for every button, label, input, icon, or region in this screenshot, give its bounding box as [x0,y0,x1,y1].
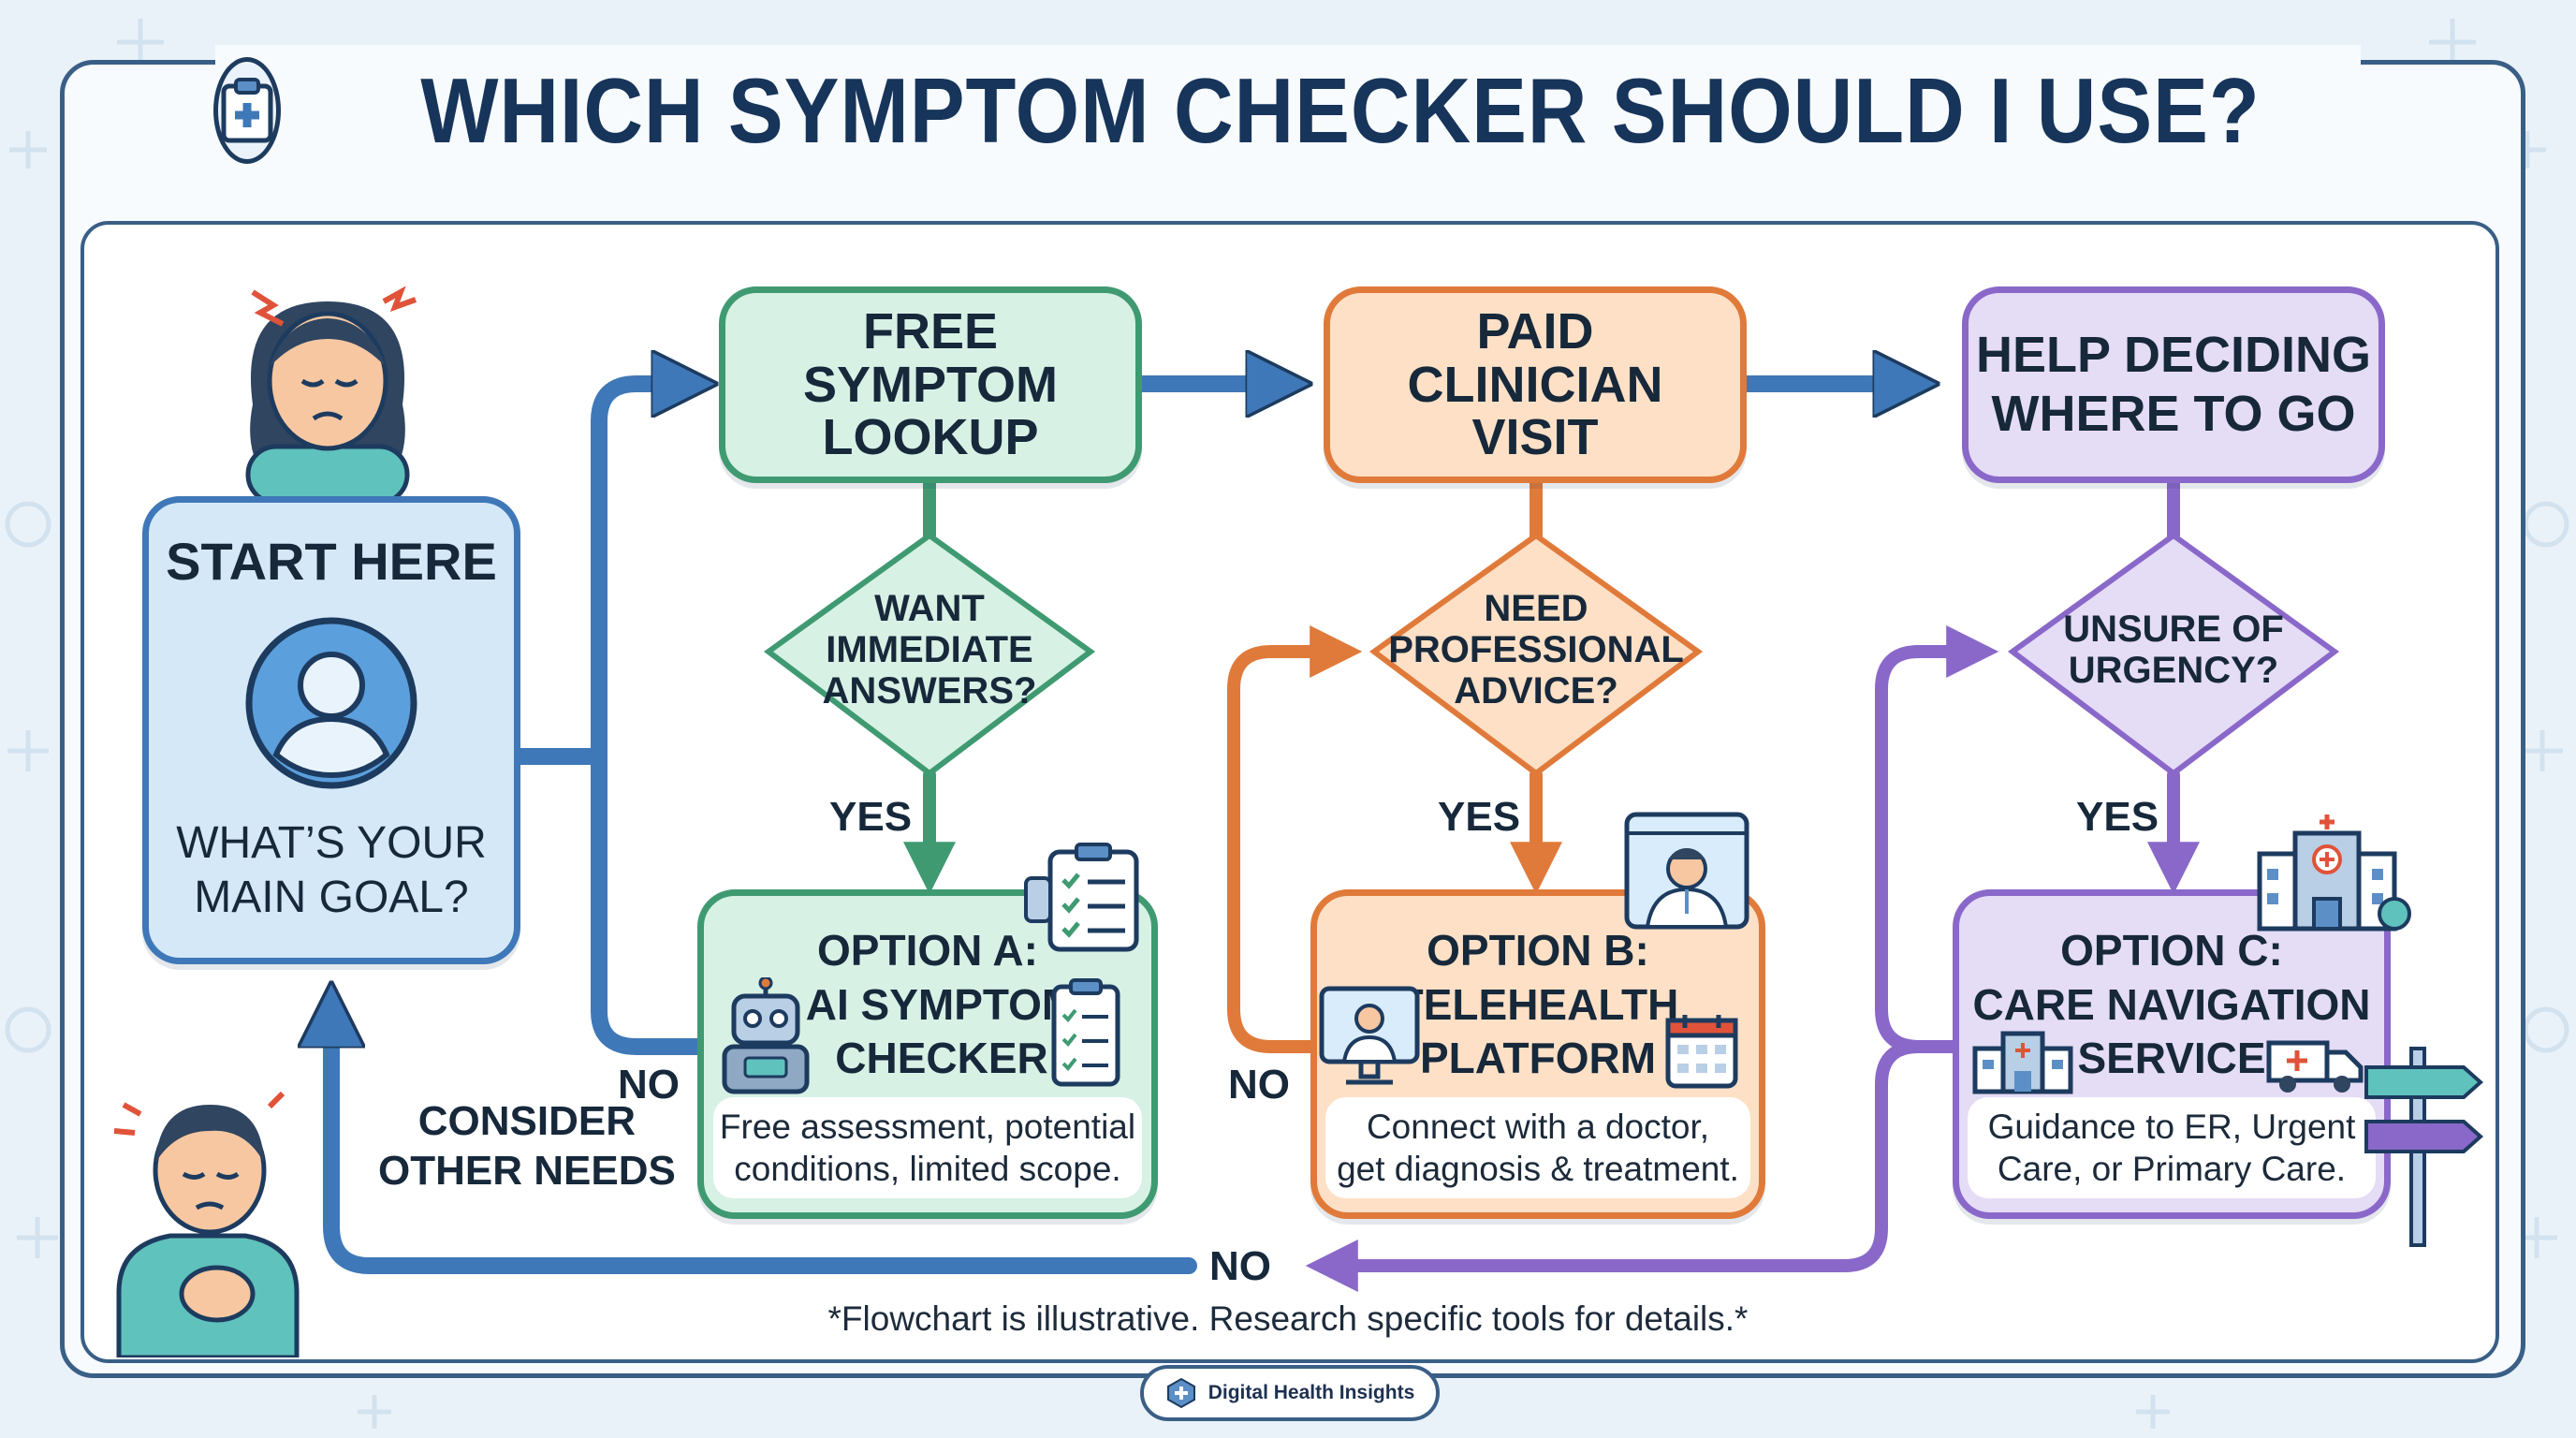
signpost-icon [2364,1047,2484,1247]
yes-label-a: YES [829,794,913,840]
doctor-screen-icon [1319,986,1420,1085]
clipboard-cross-icon [213,57,282,164]
option-b-desc-line2: get diagnosis & treatment. [1337,1150,1739,1188]
option-b-desc-line1: Connect with a doctor, [1366,1107,1710,1146]
decision-a-line1: WANT [874,588,985,629]
decision-text-c: UNSURE OF URGENCY? [2052,609,2295,691]
doctor-screen-icon [1624,812,1749,930]
decision-b-line2: PROFESSIONAL [1388,629,1684,670]
footnote: *Flowchart is illustrative. Research spe… [827,1299,1749,1338]
option-c-line3: SERVICE [2077,1034,2266,1082]
option-a-desc-line1: Free assessment, potential [719,1107,1136,1146]
decision-b-line1: NEED [1484,588,1588,629]
option-c-description: Guidance to ER, Urgent Care, or Primary … [1968,1097,2376,1198]
paid-visit-line1: PAID [1476,302,1594,360]
decision-a-line3: ANSWERS? [822,670,1037,712]
decision-diamond-b [1368,532,1704,777]
paid-visit-line2: CLINICIAN [1407,356,1663,413]
option-b-line3: PLATFORM [1419,1034,1657,1082]
arrow-no-b [1227,625,1363,1053]
option-b-description: Connect with a doctor, get diagnosis & t… [1325,1097,1750,1198]
option-c-desc-line1: Guidance to ER, Urgent [1987,1107,2356,1146]
ambulance-icon [2266,1040,2364,1093]
paid-visit-box[interactable]: PAID CLINICIAN VISIT [1324,286,1747,483]
stressed-woman-icon [245,286,417,498]
robot-icon [722,977,810,1094]
start-heading: START HERE [166,532,497,591]
no-label-c: NO [1209,1243,1271,1289]
consider-line1: CONSIDER [417,1098,637,1144]
option-b-line2: TELEHEALTH [1397,979,1679,1029]
free-lookup-line1: FREE [862,302,999,360]
user-avatar-icon [245,617,417,789]
return-loop [331,1011,1197,1274]
start-question-line2: MAIN GOAL? [194,873,469,923]
option-c-line1: OPTION C: [2060,926,2283,975]
option-a-line2: AI SYMPTOM [805,979,1078,1029]
checklist-icon [1024,843,1139,952]
no-label-b: NO [1228,1062,1290,1108]
title-bar: WHICH SYMPTOM CHECKER SHOULD I USE? [213,45,2361,176]
consider-other-needs: CONSIDER OTHER NEEDS [378,1097,676,1196]
option-c-line2: CARE NAVIGATION [1972,979,2371,1029]
yes-label-c: YES [2076,794,2159,840]
help-deciding-line2: WHERE TO GO [1991,386,2356,442]
option-b-line1: OPTION B: [1427,926,1649,975]
consider-line2: OTHER NEEDS [378,1147,676,1194]
decision-text-b: NEED PROFESSIONAL ADVICE? [1386,588,1686,712]
sick-man-icon [113,1091,300,1357]
arrow-to-free [591,384,688,765]
option-c-desc-line2: Care, or Primary Care. [1997,1150,2347,1188]
option-a-line1: OPTION A: [817,926,1038,975]
option-a-line3: CHECKER [835,1034,1048,1082]
option-a-description: Free assessment, potential conditions, l… [713,1097,1142,1198]
help-deciding-line1: HELP DECIDING [1975,327,2372,384]
decision-diamond-c [2007,532,2340,777]
decision-c-line2: URGENCY? [2068,650,2279,691]
page-title: WHICH SYMPTOM CHECKER SHOULD I USE? [420,58,2261,162]
help-deciding-box[interactable]: HELP DECIDING WHERE TO GO [1962,286,2385,483]
hospital-icon [1972,1031,2073,1094]
wire-no-a [591,748,706,1055]
no-label-a: NO [618,1062,680,1108]
start-question-line1: WHAT’S YOUR [176,817,487,868]
option-a-desc-line2: conditions, limited scope. [734,1150,1121,1188]
free-lookup-line3: LOOKUP [822,409,1039,466]
calendar-icon [1665,1015,1738,1089]
paid-visit-line3: VISIT [1471,409,1599,466]
free-lookup-box[interactable]: FREE SYMPTOM LOOKUP [719,286,1142,483]
hospital-icon [2257,814,2411,932]
decision-text-a: WANT IMMEDIATE ANSWERS? [808,588,1051,712]
free-lookup-line2: SYMPTOM [802,356,1059,413]
arrow-no-c-down [1305,1040,1963,1292]
checklist-icon [1051,978,1120,1087]
brand-badge: Digital Health Insights [1140,1365,1440,1421]
brand-name: Digital Health Insights [1208,1382,1415,1403]
decision-c-line1: UNSURE OF [2063,609,2284,650]
decision-diamond-a [763,532,1096,777]
brand-logo-icon [1166,1377,1195,1409]
start-box[interactable]: START HERE WHAT’S YOUR MAIN GOAL? [142,496,520,964]
decision-a-line2: IMMEDIATE [826,629,1033,670]
yes-label-b: YES [1438,794,1521,840]
decision-b-line3: ADVICE? [1454,670,1618,712]
